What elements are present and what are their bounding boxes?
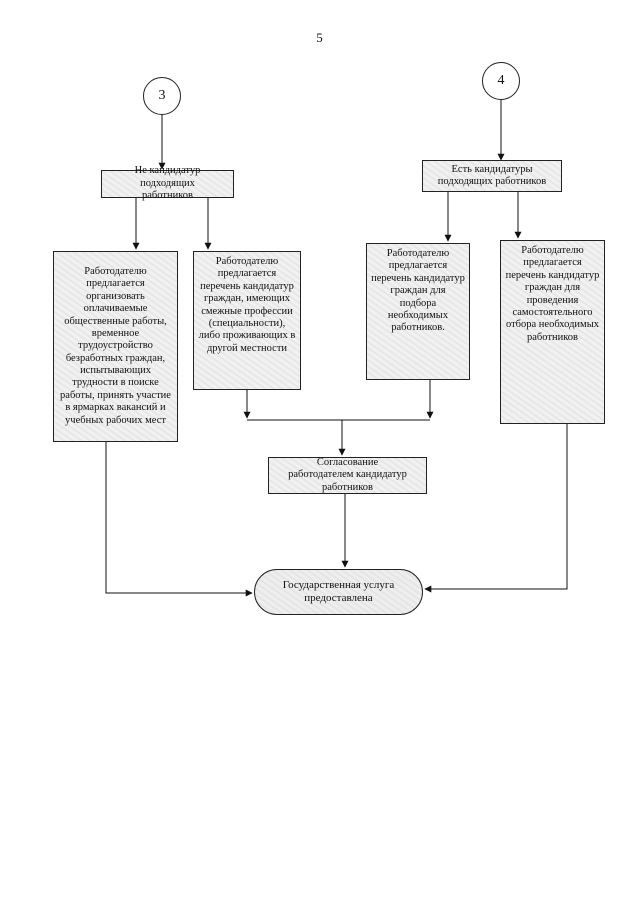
connector-4: 4 — [482, 62, 520, 100]
page-number: 5 — [316, 30, 323, 45]
selection-list-box: Работодателю предлагается перечень канди… — [366, 243, 470, 380]
has-candidates-box: Есть кандидатуры подходящих работников — [422, 160, 562, 192]
self-selection-box: Работодателю предлагается перечень канди… — [500, 240, 605, 424]
service-provided-terminal: Государственная услуга предоставлена — [254, 569, 423, 615]
arrow-public-works-to-service — [105, 442, 253, 597]
connector-3: 3 — [143, 77, 181, 115]
arrow-self-selection-to-service — [424, 424, 568, 593]
approval-box: Согласование работодателем кандидатур ра… — [268, 457, 427, 494]
public-works-box: Работодателю предлагается организовать о… — [53, 251, 178, 442]
related-professions-box: Работодателю предлагается перечень канди… — [193, 251, 301, 390]
no-candidates-box: Не кандидатур подходящих работников — [101, 165, 234, 201]
